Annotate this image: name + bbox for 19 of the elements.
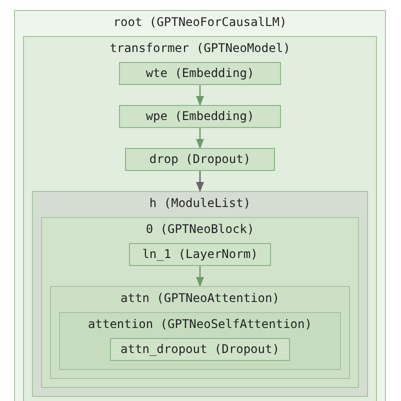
module-container — [59, 312, 341, 370]
layer-box: drop (Dropout) — [125, 148, 275, 171]
layer-box: wte (Embedding) — [119, 62, 281, 85]
module-title: 0 (GPTNeoBlock) — [146, 222, 254, 237]
module-title: h (ModuleList) — [149, 196, 251, 211]
module-container — [50, 286, 350, 379]
module-title: root (GPTNeoForCausalLM) — [113, 15, 287, 30]
arrow — [196, 266, 204, 287]
arrow — [196, 128, 204, 149]
module-container — [41, 217, 359, 388]
layer-box: wpe (Embedding) — [119, 105, 281, 128]
arrow — [196, 85, 204, 106]
arrow — [196, 171, 204, 192]
module-container — [32, 191, 368, 397]
layer-box: ln_1 (LayerNorm) — [129, 243, 271, 266]
module-title: attn (GPTNeoAttention) — [120, 291, 280, 306]
module-title: attention (GPTNeoSelfAttention) — [88, 317, 312, 332]
module-title: transformer (GPTNeoModel) — [110, 41, 290, 56]
layer-box: attn_dropout (Dropout) — [110, 338, 290, 361]
